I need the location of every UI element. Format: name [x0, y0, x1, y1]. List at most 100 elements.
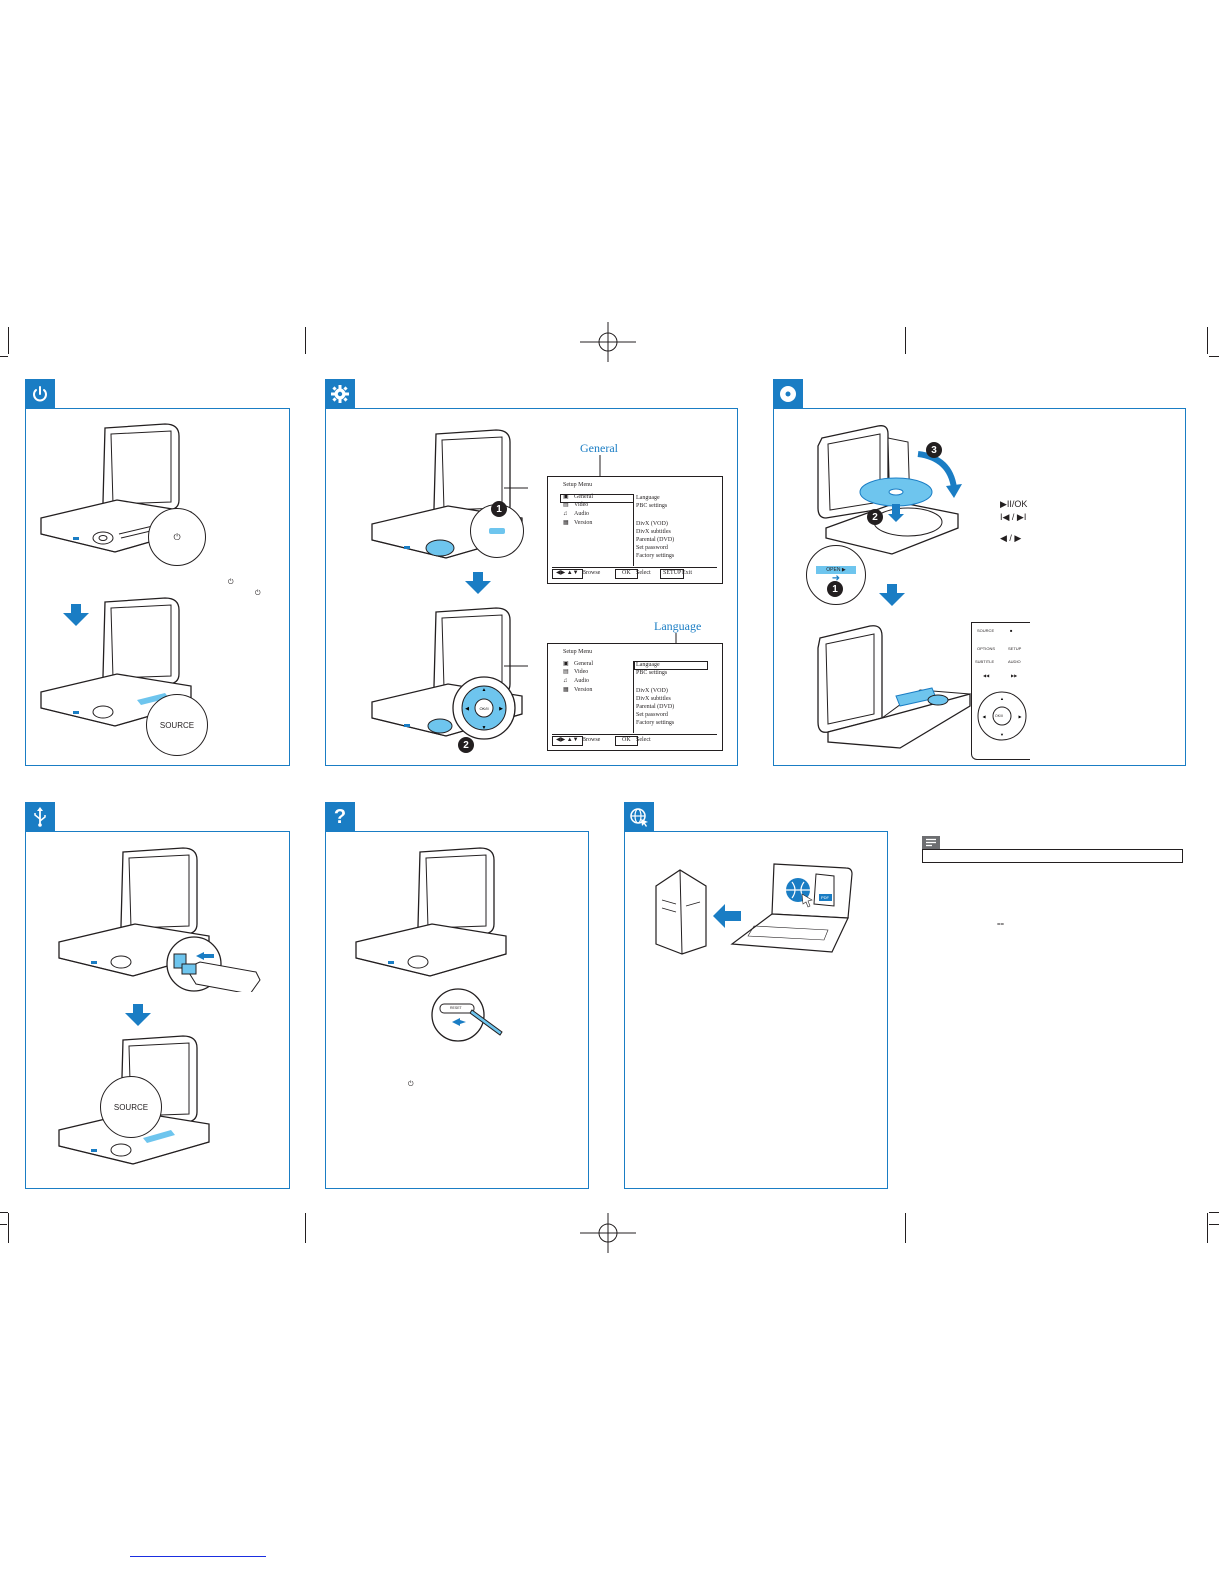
down-arrow	[879, 584, 905, 606]
svg-text:▶: ▶	[499, 706, 503, 712]
setup-key: SETUP	[660, 569, 685, 579]
remote-key: AUDIO	[1008, 659, 1021, 664]
remote-key: SUBTITLE	[975, 659, 995, 664]
power-mark: ⏻	[173, 531, 181, 542]
menu-option: Factory settings	[636, 553, 675, 559]
skip-key: I◀ / ▶I	[1000, 512, 1027, 522]
browse-key: ◀▶ ▲▼	[552, 736, 583, 746]
remote-key: ▶▶	[1011, 673, 1018, 678]
disc-icon	[780, 386, 796, 402]
svg-text:▶: ▶	[1018, 714, 1022, 719]
svg-text:◀: ◀	[465, 706, 469, 712]
disc-tab	[773, 379, 803, 409]
reset-pin-callout	[431, 988, 503, 1042]
globe-icon	[630, 808, 648, 827]
crop-mark	[1207, 1213, 1208, 1243]
laptop-illustration	[730, 863, 853, 953]
menu-icon: ▣	[563, 494, 569, 500]
footer-link-underline	[130, 1556, 266, 1557]
help-tab: ?	[325, 802, 355, 832]
power-button-callout: ⏻	[148, 508, 206, 566]
svg-text:▲: ▲	[1000, 696, 1004, 701]
select-label: Select	[636, 570, 651, 576]
menu-icon: ▦	[563, 687, 569, 693]
svg-text:OK/II: OK/II	[479, 706, 488, 711]
menu-option: Language	[636, 495, 660, 501]
usb-insert-callout	[166, 936, 261, 992]
reset-label: RESET	[450, 1006, 462, 1010]
menu-icon: ▤	[563, 669, 569, 675]
web-tab	[624, 802, 654, 832]
menu-option: DivX (VOD)	[636, 521, 668, 527]
menu-option: DivX subtitles	[636, 529, 671, 535]
crop-mark	[905, 1213, 906, 1243]
menu-option: Parental (DVD)	[636, 537, 675, 543]
player-illustration	[355, 847, 507, 977]
menu-option: Set password	[636, 712, 668, 718]
browse-label: Browse	[582, 737, 601, 743]
source-callout: SOURCE	[146, 694, 208, 756]
menu-item: General	[574, 494, 593, 500]
usb-tab	[25, 802, 55, 832]
navigation-pad-callout: OK/II ▲ ▼ ◀ ▶	[452, 676, 516, 740]
left-arrow	[713, 904, 741, 928]
menu-option: PBC settings	[636, 503, 668, 509]
remote-dpad: ▲ ▼ ◀ ▶	[977, 691, 1027, 741]
registration-mark	[580, 322, 636, 362]
power-mark: ⏻	[228, 579, 234, 586]
down-arrow	[465, 572, 491, 594]
menu-icon: ♫	[563, 678, 568, 684]
menu-item: Video	[574, 502, 589, 508]
source-callout: SOURCE	[100, 1076, 162, 1138]
crop-mark	[0, 1224, 7, 1225]
crop-mark	[1209, 356, 1219, 357]
menu-title: Setup Menu	[563, 482, 593, 488]
power-mark: ⏻	[408, 1081, 414, 1088]
menu-item: Audio	[574, 678, 589, 684]
general-label: General	[580, 441, 618, 455]
power-mark: ⏻	[255, 590, 261, 597]
crop-mark	[905, 327, 906, 354]
power-icon	[33, 386, 47, 402]
menu-icon: ♫	[563, 511, 568, 517]
player-illustration	[817, 625, 971, 749]
crop-mark	[8, 1213, 9, 1243]
remote-key: ◀◀	[983, 673, 990, 678]
menu-option: Language	[636, 662, 660, 668]
menu-title: Setup Menu	[563, 649, 593, 655]
menu-divider	[633, 494, 634, 566]
language-label: Language	[654, 619, 702, 633]
menu-selection-box	[634, 661, 708, 670]
note-bar	[922, 849, 1183, 863]
svg-text:◀: ◀	[982, 714, 986, 719]
menu-option: Factory settings	[636, 720, 675, 726]
setup-menu-screen: Setup Menu General Video Audio Version ▣…	[547, 643, 723, 751]
menu-footer-line	[552, 567, 717, 568]
power-tab	[25, 379, 55, 409]
remote-center-key: OK/II	[995, 714, 1003, 718]
exit-label: Exit	[682, 570, 692, 576]
disc-loading-illustration	[817, 425, 962, 555]
menu-option: DivX (VOD)	[636, 688, 668, 694]
crop-mark	[1209, 1212, 1219, 1213]
menu-item: Version	[574, 687, 593, 693]
setup-key	[489, 528, 505, 534]
note-icon	[926, 838, 936, 847]
svg-text:▼: ▼	[1000, 732, 1004, 737]
step-number: 2	[867, 509, 883, 525]
pdf-label: PDF	[821, 895, 829, 900]
crop-mark	[1207, 327, 1208, 354]
crop-mark	[0, 356, 8, 357]
menu-item: Version	[574, 520, 593, 526]
small-mark: ==	[997, 922, 1005, 928]
crop-mark	[1209, 1224, 1219, 1225]
ok-key: OK	[615, 569, 638, 579]
left-right-key: ◀ / ▶	[1000, 533, 1022, 543]
down-arrow	[125, 1004, 151, 1026]
crop-mark	[305, 327, 306, 354]
registration-mark	[580, 1213, 636, 1253]
browse-label: Browse	[582, 570, 601, 576]
menu-option: PBC settings	[636, 670, 668, 676]
note-icon-box	[922, 836, 940, 849]
setup-menu-screen: Setup Menu General Video Audio Version ▣…	[547, 476, 723, 584]
